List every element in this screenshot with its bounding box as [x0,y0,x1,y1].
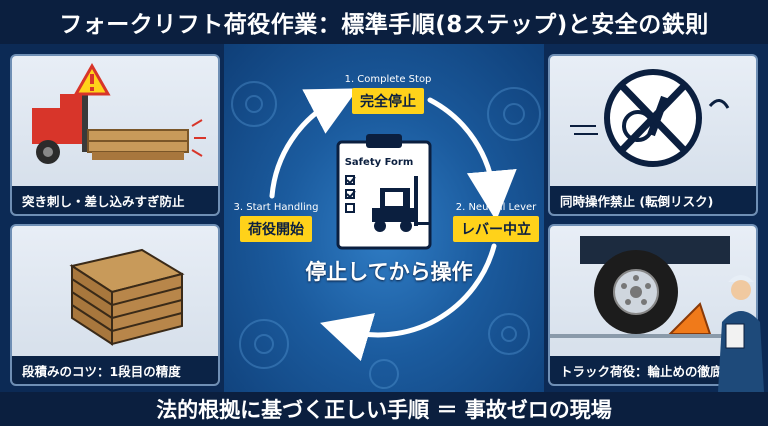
panel-caption: 同時操作禁止 (転倒リスク) [550,186,756,214]
stacked-pallets-icon [69,248,185,346]
footer-slogan: 法的根拠に基づく正しい手順 ＝ 事故ゼロの現場 [0,392,768,426]
panel-caption: 突き刺し・差し込みすぎ防止 [12,186,218,214]
prohibited-operation-icon [570,69,730,167]
panel-prevent-overinsertion: 突き刺し・差し込みすぎ防止 [10,54,220,216]
panel-stacking-tips: 段積みのコツ：1段目の精度 [10,224,220,386]
arrow-step1-to-step2 [427,97,517,221]
arrow-step2-to-step3 [320,243,497,362]
step-english-label: 3. Start Handling [233,202,319,213]
tire-chock-icon [550,236,756,338]
worker-figure-icon [718,275,764,392]
step-neutral-lever: 2. Neutral Lever レバー中立 [444,202,548,242]
clipboard-forklift-icon [336,134,432,250]
step-english-label: 1. Complete Stop [344,74,432,85]
step-start-handling: 3. Start Handling 荷役開始 [224,202,328,242]
arrow-step3-to-step1 [269,88,359,199]
gear-pattern [231,81,541,389]
step-japanese-label: レバー中立 [453,216,539,242]
step-english-label: 2. Neutral Lever [455,202,537,213]
step-japanese-label: 完全停止 [352,88,424,114]
step-complete-stop: 1. Complete Stop 完全停止 [336,74,440,114]
center-slogan: 停止してから操作 [305,260,473,284]
page-title: フォークリフト荷役作業：標準手順(8ステップ)と安全の鉄則 [0,0,768,44]
step-japanese-label: 荷役開始 [240,216,312,242]
clipboard-label: Safety Form [344,157,414,168]
panel-caption: 段積みのコツ：1段目の精度 [12,356,218,384]
panel-no-simultaneous-operation: 同時操作禁止 (転倒リスク) [548,54,758,216]
forklift-pallet-icon [32,62,206,164]
